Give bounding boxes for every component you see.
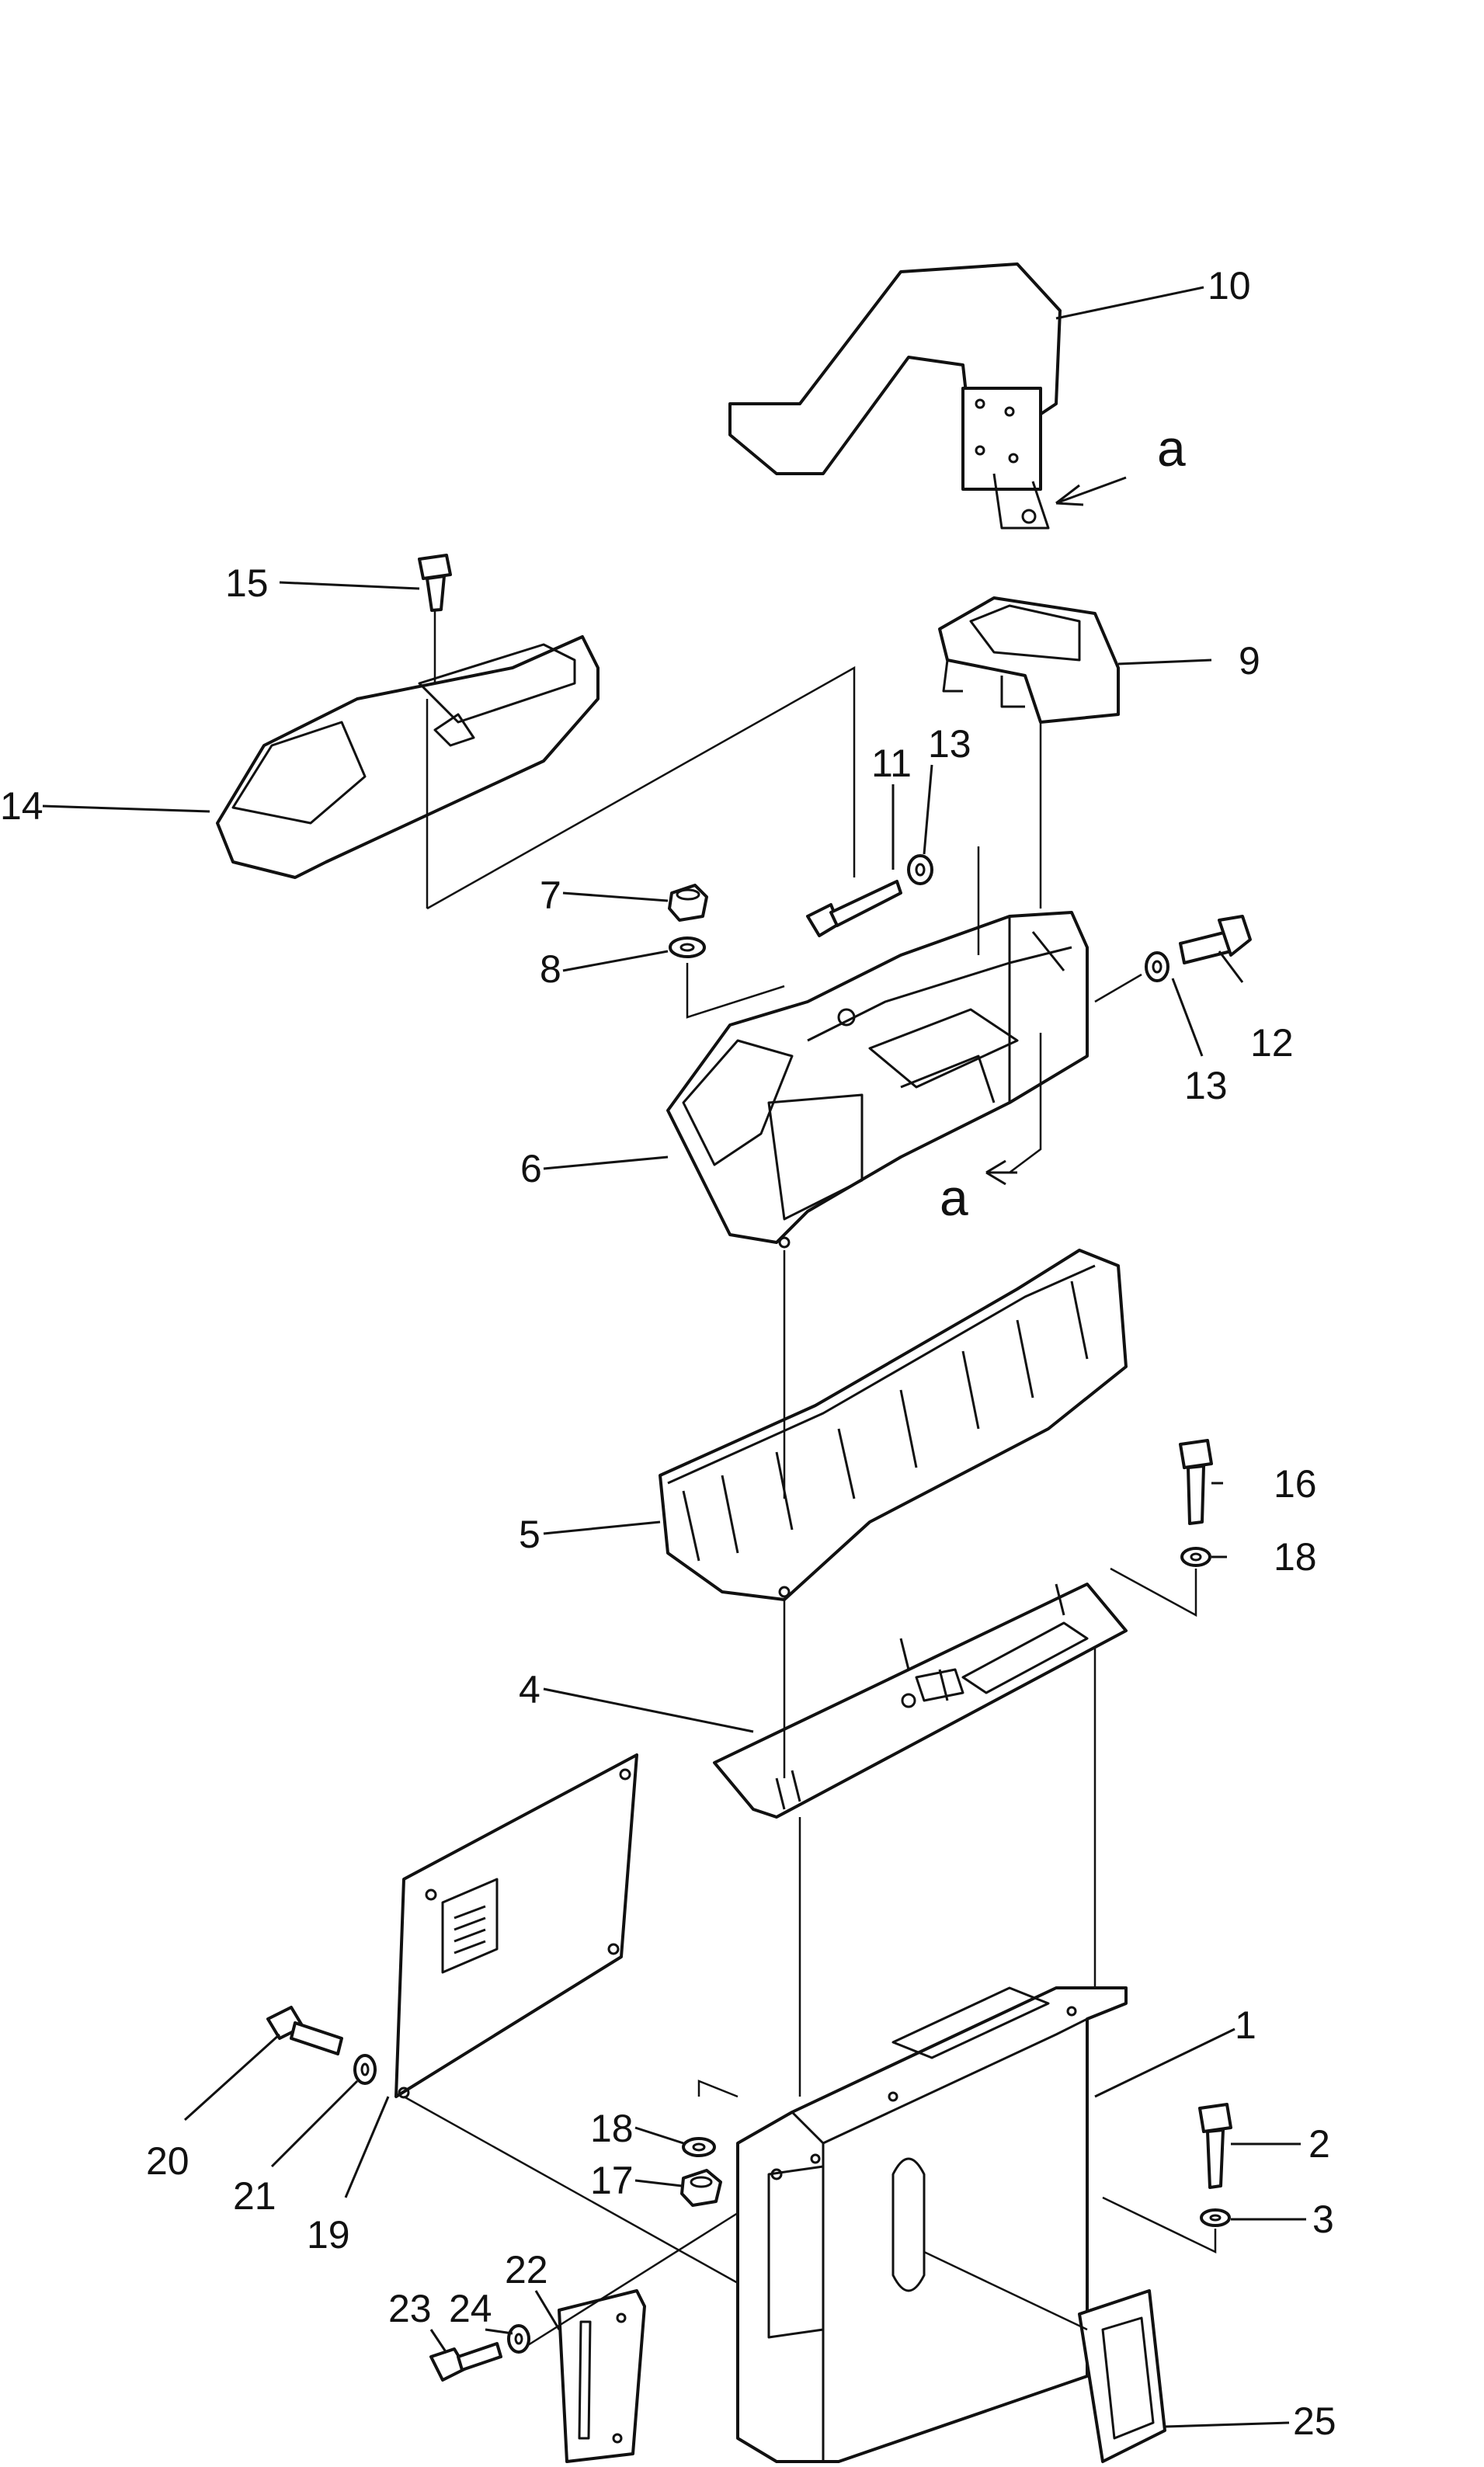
callout-16: 16 bbox=[1274, 1462, 1317, 1506]
callout-view-a-bottom: a bbox=[940, 1169, 968, 1226]
part-7-nut bbox=[668, 884, 708, 922]
part-22-bracket bbox=[558, 2289, 646, 2463]
callout-11: 11 bbox=[871, 742, 912, 785]
assembly-lines bbox=[403, 665, 1217, 2347]
callout-15: 15 bbox=[225, 561, 269, 605]
part-9-cover bbox=[938, 596, 1120, 724]
callout-1: 1 bbox=[1235, 2003, 1256, 2047]
part-1-main-frame bbox=[736, 1986, 1128, 2463]
part-2-bolt bbox=[1198, 2103, 1232, 2189]
part-11-bolt bbox=[806, 880, 902, 937]
part-12-bolt bbox=[1179, 915, 1252, 964]
part-16-bolt bbox=[1179, 1439, 1213, 1525]
part-13-washer-top bbox=[907, 854, 933, 885]
callout-3: 3 bbox=[1312, 2198, 1334, 2241]
callout-22: 22 bbox=[505, 2248, 548, 2292]
part-8-washer bbox=[669, 936, 706, 958]
callout-24: 24 bbox=[449, 2287, 492, 2330]
part-17-nut bbox=[680, 2169, 722, 2207]
callout-21: 21 bbox=[233, 2174, 276, 2218]
callout-13-top: 13 bbox=[928, 722, 971, 766]
callout-7: 7 bbox=[540, 874, 561, 917]
callout-23: 23 bbox=[388, 2287, 432, 2330]
callout-25: 25 bbox=[1293, 2399, 1336, 2443]
callout-2: 2 bbox=[1308, 2122, 1330, 2166]
callout-13-right: 13 bbox=[1184, 1064, 1228, 1107]
callout-14: 14 bbox=[0, 784, 43, 828]
callout-19: 19 bbox=[307, 2213, 350, 2257]
part-3-washer bbox=[1200, 2208, 1231, 2227]
callout-6: 6 bbox=[520, 1147, 542, 1190]
part-20-bolt bbox=[266, 2006, 343, 2055]
callout-labels: 10 a 15 9 14 11 13 7 8 12 13 6 a 16 5 18… bbox=[0, 264, 1336, 2443]
leader-lines bbox=[42, 286, 1306, 2428]
callout-18-right: 18 bbox=[1274, 1535, 1317, 1579]
part-5-tray bbox=[659, 1249, 1128, 1601]
part-10-armrest bbox=[728, 262, 1062, 530]
callout-5: 5 bbox=[519, 1513, 540, 1556]
part-6-console-body bbox=[666, 911, 1089, 1249]
part-18-washer-right bbox=[1180, 1547, 1211, 1567]
part-15-screw bbox=[418, 554, 452, 699]
callout-12: 12 bbox=[1250, 1021, 1294, 1065]
part-4-bracket bbox=[713, 1583, 1128, 1819]
callout-view-a-top: a bbox=[1157, 419, 1186, 477]
part-21-washer bbox=[353, 2054, 377, 2085]
part-25-grommet bbox=[1078, 2289, 1166, 2463]
callout-17: 17 bbox=[590, 2159, 634, 2202]
part-23-bolt bbox=[429, 2342, 502, 2382]
part-19-side-panel bbox=[394, 1753, 638, 2099]
callout-4: 4 bbox=[519, 1668, 540, 1711]
part-18-washer-bottom bbox=[682, 2137, 716, 2157]
callout-8: 8 bbox=[540, 947, 561, 991]
part-14-front-cover bbox=[216, 635, 600, 879]
callout-20: 20 bbox=[146, 2139, 189, 2183]
callout-18-bottom: 18 bbox=[590, 2107, 634, 2150]
callout-10: 10 bbox=[1208, 264, 1251, 308]
part-24-washer bbox=[507, 2324, 530, 2354]
part-13-washer-right bbox=[1145, 951, 1169, 982]
callout-9: 9 bbox=[1239, 639, 1260, 683]
